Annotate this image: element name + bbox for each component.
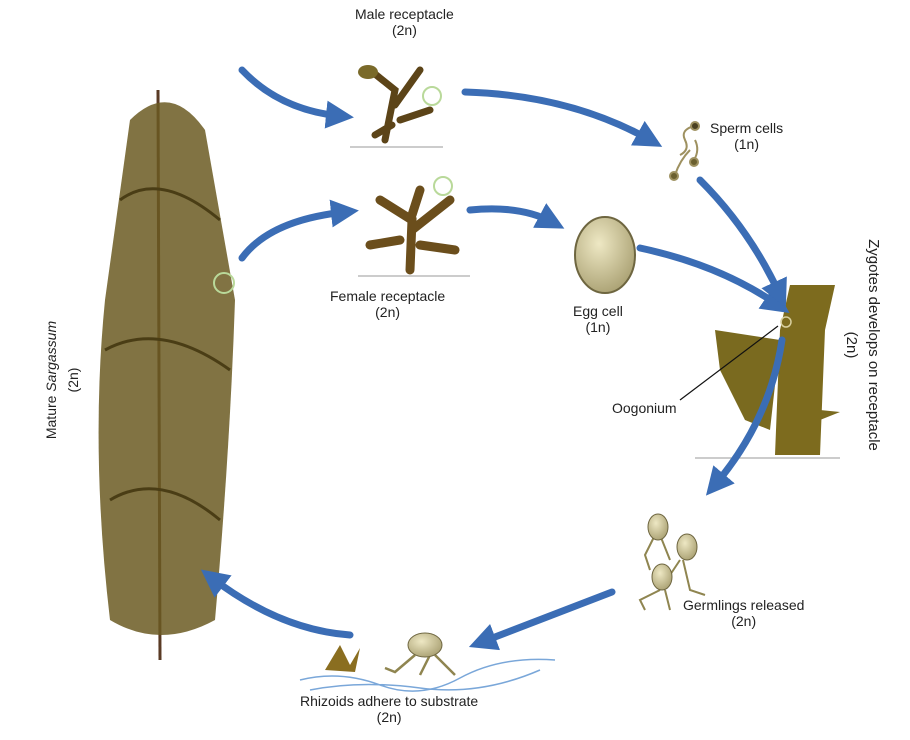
sperm-cells-label: Sperm cells (1n) [710,120,783,152]
rhizoids-ploidy: (2n) [376,709,402,725]
mature-prefix: Mature [43,391,59,440]
mature-sargassum-ploidy: (2n) [65,367,81,393]
arrow-to-male [238,66,354,129]
germlings-text: Germlings released [683,597,805,613]
zygotes-text: Zygotes develops on receptacle [865,239,882,451]
sperm-cells-image [669,121,700,181]
arrow-to-germlings [705,336,786,496]
egg-cell-ploidy: (1n) [585,319,611,335]
female-receptacle-image [358,176,470,277]
germlings-label: Germlings released (2n) [683,597,804,629]
arrow-to-mature [200,569,354,639]
egg-cell-label: Egg cell (1n) [573,303,623,335]
male-receptacle-label: Male receptacle (2n) [355,6,454,38]
zygotes-label: Zygotes develops on receptacle (2n) [840,239,884,451]
female-receptacle-ploidy: (2n) [375,304,401,320]
female-receptacle-text: Female receptacle [330,288,446,304]
oogonium-label: Oogonium [612,400,677,416]
arrow-to-sperm [461,88,663,147]
mature-sargassum-text: Mature Sargassum [40,321,62,439]
egg-cell-image [574,216,636,294]
mature-sargassum-label: Mature Sargassum (2n) [40,321,84,439]
sperm-cells-text: Sperm cells [710,120,784,136]
mature-genus: Sargassum [43,320,59,392]
rhizoids-text: Rhizoids adhere to substrate [300,693,479,709]
male-receptacle-text: Male receptacle [355,6,454,22]
zygotes-ploidy: (2n) [843,331,860,359]
cycle-arrows [200,66,790,651]
arrow-to-egg [466,203,565,229]
arrow-to-female [238,199,359,262]
egg-cell-text: Egg cell [573,303,623,319]
arrow-to-rhizoids [468,588,616,651]
female-receptacle-label: Female receptacle (2n) [330,288,445,320]
sperm-cells-ploidy: (1n) [734,136,760,152]
rhizoids-label: Rhizoids adhere to substrate (2n) [300,693,478,725]
arrow-sperm-to-zygote [696,176,787,308]
male-receptacle-image [350,65,443,148]
mature-sargassum-image [98,89,235,661]
germlings-ploidy: (2n) [731,613,757,629]
rhizoids-image [299,632,556,692]
male-receptacle-ploidy: (2n) [391,22,417,38]
germlings-image [638,513,706,611]
oogonium-pointer [679,325,779,401]
